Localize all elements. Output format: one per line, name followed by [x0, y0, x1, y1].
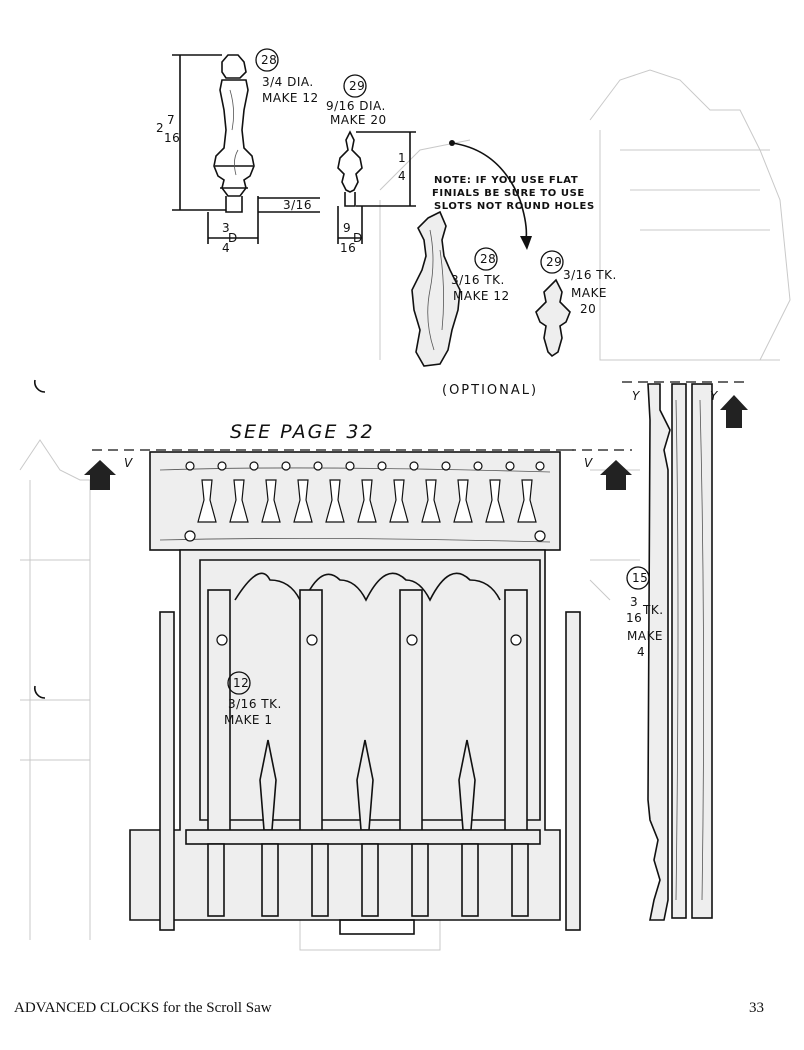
- part-29-qty: MAKE 20: [330, 113, 387, 127]
- part-badge-15: [626, 566, 650, 590]
- finial-29-turned: [337, 130, 416, 244]
- finial-29-flat: [535, 278, 571, 358]
- y-marker-left: Y: [632, 389, 641, 403]
- part-29-dia: 9/16 DIA.: [326, 99, 386, 113]
- height-whole: 2: [156, 121, 164, 135]
- d-right-letter: D: [353, 231, 363, 245]
- v-arrow-left: [84, 460, 116, 490]
- part-15-frac-num: 3: [630, 595, 638, 609]
- part-28-qty: MAKE 12: [262, 91, 319, 105]
- part-12-qty: MAKE 1: [224, 713, 272, 727]
- part-12-thick: 3/16 TK.: [228, 697, 282, 711]
- part-29-flat-qty: MAKE: [571, 286, 607, 300]
- height-num: 7: [167, 113, 175, 127]
- small-height-den: 4: [398, 169, 406, 183]
- see-page-label: SEE PAGE 32: [230, 421, 375, 443]
- note-line-2: FINIALS BE SURE TO USE: [432, 188, 585, 199]
- part-badge-28: [255, 48, 279, 72]
- part-29-number: 29: [349, 79, 365, 93]
- v-arrow-right: [600, 460, 632, 490]
- part-badge-29: [343, 74, 367, 98]
- y-arrow-right: [720, 395, 748, 428]
- part-15-qty: MAKE: [627, 629, 663, 643]
- part-29-flat-thick: 3/16 TK.: [563, 268, 617, 282]
- part-28-flat-number: 28: [480, 252, 496, 266]
- tenon-dim: 3/16: [283, 198, 312, 212]
- part-badge-29-flat: [540, 250, 564, 274]
- finial-28-flat: [411, 210, 461, 367]
- height-den: 16: [164, 131, 180, 145]
- side-column-15: [622, 381, 746, 921]
- part-badge-12: [227, 671, 251, 695]
- part-28-dia: 3/4 DIA.: [262, 75, 314, 89]
- small-height-num: 1: [398, 151, 406, 165]
- v-marker-left: V: [124, 456, 133, 470]
- d-right-den: 16: [340, 241, 356, 255]
- part-28-number: 28: [261, 53, 277, 67]
- part-28-flat-qty: MAKE 12: [453, 289, 510, 303]
- d-left-num: 3: [222, 221, 230, 235]
- part-15-qty-num: 4: [637, 645, 645, 659]
- footer-book-title: ADVANCED CLOCKS for the Scroll Saw: [14, 1000, 272, 1016]
- part-15-frac-den: 16: [626, 611, 642, 625]
- note-line-3: SLOTS NOT ROUND HOLES: [434, 201, 595, 212]
- d-left-den: 4: [222, 241, 230, 255]
- part-29-flat-number: 29: [546, 255, 562, 269]
- finial-28-turned: [172, 54, 320, 244]
- note-arrow: [449, 140, 532, 250]
- punch-hole-top: [34, 379, 46, 393]
- d-left-letter: D: [228, 231, 238, 245]
- y-marker-right: Y: [710, 389, 719, 403]
- punch-hole-bottom: [34, 685, 46, 699]
- part-15-unit: TK.: [642, 603, 664, 617]
- note-line-1: NOTE: IF YOU USE FLAT: [434, 175, 578, 186]
- v-marker-right: V: [584, 456, 593, 470]
- footer-page-number: 33: [749, 1000, 764, 1016]
- gallery-panel-12: [92, 449, 581, 935]
- part-29-flat-qty-num: 20: [580, 302, 596, 316]
- part-15-number: 15: [632, 571, 648, 585]
- d-right-num: 9: [343, 221, 351, 235]
- part-12-number: 12: [233, 676, 249, 690]
- part-badge-28-flat: [474, 247, 498, 271]
- optional-label: (OPTIONAL): [442, 383, 538, 398]
- part-28-flat-thick: 3/16 TK.: [451, 273, 505, 287]
